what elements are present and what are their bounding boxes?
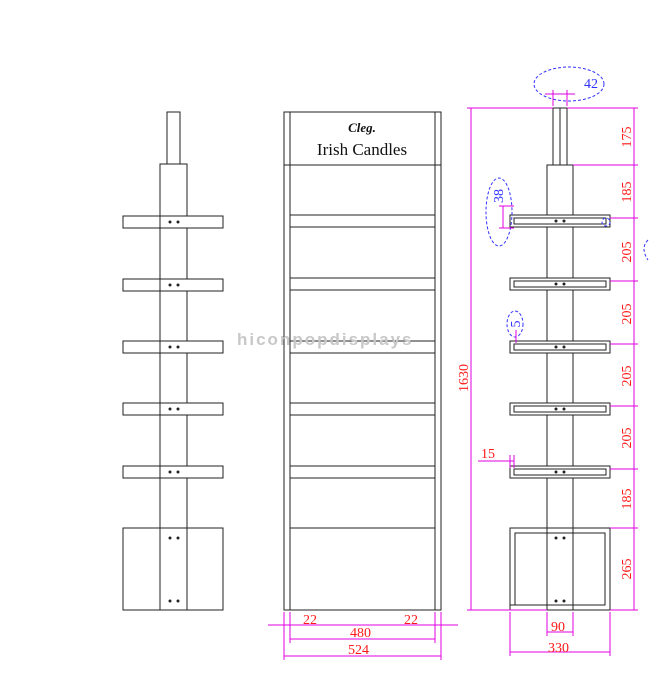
front-shelf-3 (289, 340, 436, 354)
dim-side-left: 22 (303, 613, 317, 628)
dim-seg-5: 205 (620, 366, 635, 387)
right-shelf-4 (509, 402, 611, 416)
right-shelves (509, 214, 611, 479)
side-shelf-4 (122, 402, 224, 416)
right-shelf-5 (509, 465, 611, 479)
dim-shelf-lip: 38 (492, 189, 507, 203)
right-shelf-2 (509, 277, 611, 291)
shelf-lip-callout: 38 (485, 177, 514, 247)
side-profile-view (122, 111, 224, 611)
dim-seg-8: 265 (620, 559, 635, 580)
base-block (122, 527, 224, 611)
dim-seg-7: 185 (620, 489, 635, 510)
dim-side-right: 22 (404, 613, 418, 628)
segment-dimensions: 175 185 205 205 205 205 185 265 (567, 107, 638, 611)
dim-base-overall: 330 (548, 641, 569, 656)
dim-seg-2: 185 (620, 182, 635, 203)
front-frame (283, 111, 442, 611)
side-shelf-5 (122, 465, 224, 479)
dim-seg-4: 205 (620, 304, 635, 325)
shelf-offset-dim: 15 (478, 447, 515, 468)
front-shelf-4 (289, 402, 436, 416)
side-shelf-2 (122, 278, 224, 292)
bolt-dots (168, 220, 180, 603)
dim-shelf-thickness: 5 (509, 321, 524, 328)
base-dimensions: 90 330 (509, 612, 611, 656)
front-shelf-1 (289, 214, 436, 228)
base-inner-right (514, 532, 606, 606)
front-dimensions: 22 22 480 524 (268, 612, 458, 660)
center-column (159, 163, 188, 611)
right-shelf-1 (509, 214, 611, 228)
side-shelf-3 (122, 340, 224, 354)
front-shelf-5 (289, 465, 436, 479)
dim-post-width: 42 (584, 77, 598, 92)
dim-shelf-offset: 15 (481, 447, 495, 462)
dim-seg-3: 205 (620, 242, 635, 263)
right-shelf-3 (509, 340, 611, 354)
dim-seg-1: 175 (620, 127, 635, 148)
post-width-callout: 42 (533, 66, 605, 106)
dimensioned-side-view (509, 107, 611, 611)
dim-base-inner: 90 (551, 620, 565, 635)
edge-marks (601, 217, 649, 261)
top-post (166, 111, 181, 165)
base-right (509, 527, 611, 611)
dim-seg-6: 205 (620, 428, 635, 449)
shelf-thickness-callout: 5 (506, 310, 524, 343)
header-logo: Cleg. (348, 120, 376, 135)
right-bolt-dots (554, 219, 566, 603)
header-brand-name: Irish Candles (317, 140, 407, 159)
dim-inner-width: 480 (350, 626, 371, 641)
column-right (546, 164, 574, 611)
front-shelf-2 (289, 277, 436, 291)
side-shelf-1 (122, 215, 224, 229)
total-height-dimension: 1630 (457, 107, 553, 611)
dim-overall-width: 524 (348, 643, 369, 658)
front-view: Cleg. Irish Candles (283, 111, 442, 611)
dim-total-height: 1630 (457, 364, 472, 392)
front-shelves (289, 214, 436, 479)
watermark: hiconpopdisplays (237, 330, 414, 349)
